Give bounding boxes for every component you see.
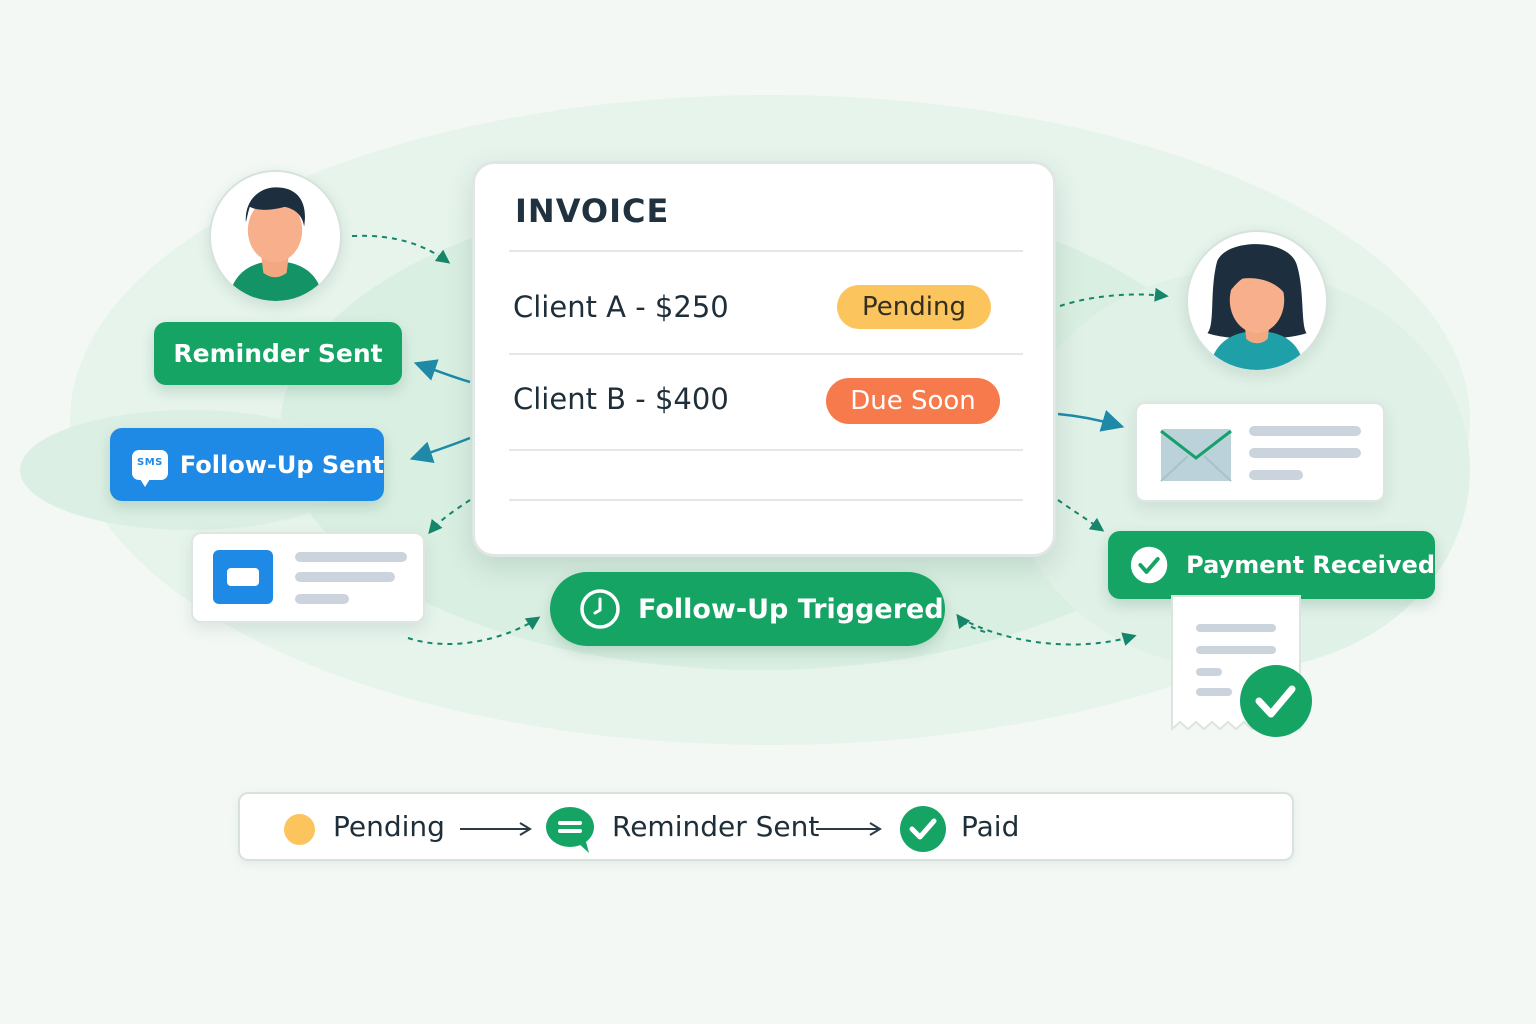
reminder-sent-button[interactable]: Reminder Sent — [154, 322, 402, 385]
invoice-title: INVOICE — [515, 192, 670, 230]
invoice-row-client-b: Client B - $400 — [513, 382, 729, 416]
payment-received-button[interactable]: Payment Received — [1108, 531, 1435, 599]
reminder-sent-label: Reminder Sent — [173, 339, 383, 368]
follow-up-triggered-label: Follow-Up Triggered — [638, 593, 944, 625]
arrow-right-icon — [460, 822, 532, 836]
client-avatar-male — [209, 170, 342, 303]
check-circle-icon — [900, 806, 946, 852]
envelope-icon — [1160, 429, 1232, 482]
client-avatar-female — [1186, 230, 1328, 372]
invoice-row-client-a: Client A - $250 — [513, 290, 729, 324]
payment-received-label: Payment Received — [1186, 551, 1435, 579]
follow-up-sent-label: Follow-Up Sent — [179, 450, 384, 479]
invoice-card: INVOICE Client A - $250 Pending Client B… — [472, 161, 1056, 557]
email-card — [1135, 402, 1385, 502]
status-flow-legend: Pending Reminder Sent Paid — [238, 792, 1294, 861]
follow-up-triggered-button[interactable]: Follow-Up Triggered — [550, 572, 945, 646]
legend-step-pending: Pending — [333, 810, 445, 843]
follow-up-sent-button[interactable]: SMS Follow-Up Sent — [110, 428, 384, 501]
pending-dot-icon — [284, 814, 315, 845]
status-badge-due-soon: Due Soon — [826, 378, 1000, 424]
clock-icon — [580, 589, 620, 629]
receipt-icon — [1171, 595, 1312, 737]
legend-step-paid: Paid — [961, 810, 1020, 843]
message-card — [191, 532, 425, 623]
chat-bubble-icon — [546, 807, 594, 853]
legend-step-reminder-sent: Reminder Sent — [612, 810, 820, 843]
status-badge-pending: Pending — [837, 285, 991, 329]
chat-message-icon — [213, 550, 273, 604]
sms-icon: SMS — [132, 449, 168, 487]
arrow-right-icon — [816, 822, 882, 836]
check-circle-icon — [1130, 546, 1168, 584]
